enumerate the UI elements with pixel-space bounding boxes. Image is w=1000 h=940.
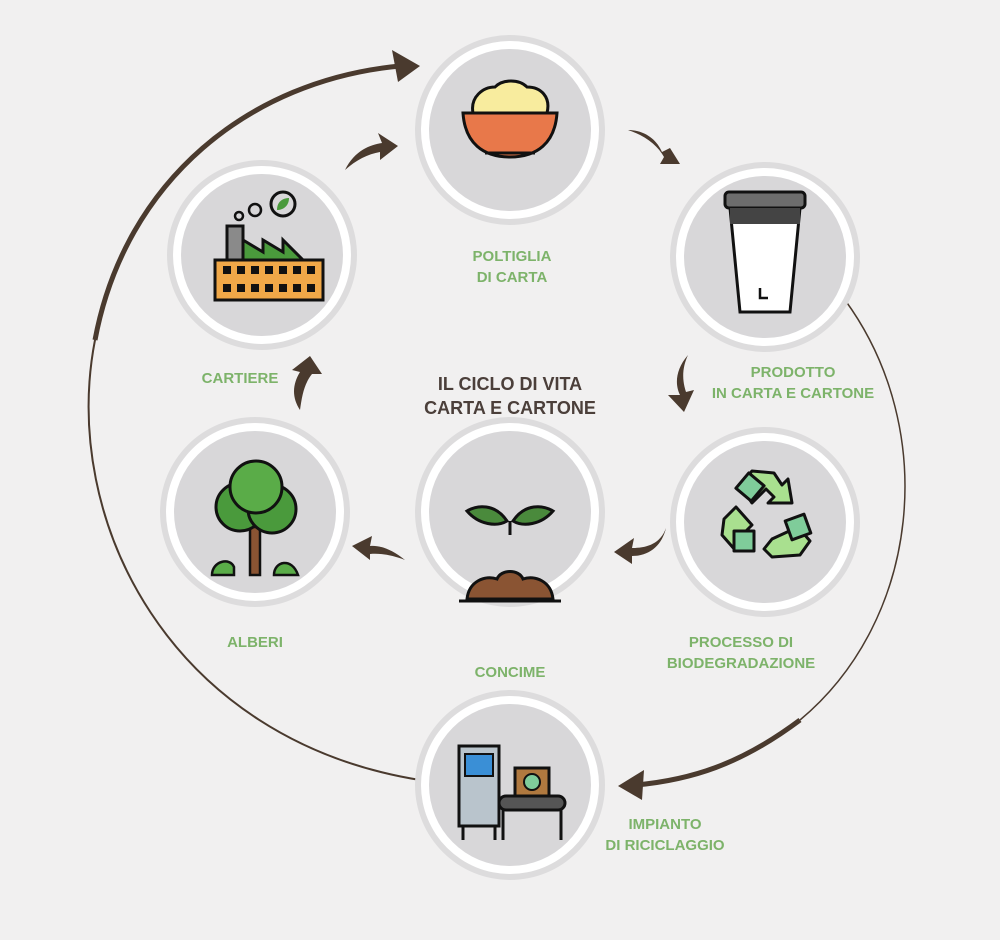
arrowhead bbox=[618, 770, 644, 800]
label-alberi: ALBERI bbox=[227, 634, 283, 651]
stage-impianto bbox=[415, 690, 605, 880]
small-arrows bbox=[292, 130, 694, 564]
stage-cartiere bbox=[167, 160, 357, 350]
label-concime: CONCIME bbox=[474, 664, 546, 681]
label-cartiere: CARTIERE bbox=[201, 370, 279, 387]
stage-processo bbox=[670, 427, 860, 617]
sprout-soil-icon bbox=[459, 505, 561, 603]
stage-prodotto bbox=[670, 162, 860, 352]
recycling-machine-icon bbox=[457, 744, 567, 840]
factory-icon bbox=[213, 190, 325, 302]
stage-concime bbox=[415, 417, 605, 607]
paper-pulp-bowl-icon bbox=[461, 79, 559, 159]
stage-alberi bbox=[160, 417, 350, 607]
tree-icon bbox=[210, 459, 300, 577]
recycle-icon bbox=[720, 469, 813, 559]
arrowhead bbox=[392, 50, 420, 82]
outer-right-arc bbox=[799, 299, 906, 721]
stage-poltiglia bbox=[415, 35, 605, 225]
paper-cup-icon bbox=[723, 190, 807, 314]
